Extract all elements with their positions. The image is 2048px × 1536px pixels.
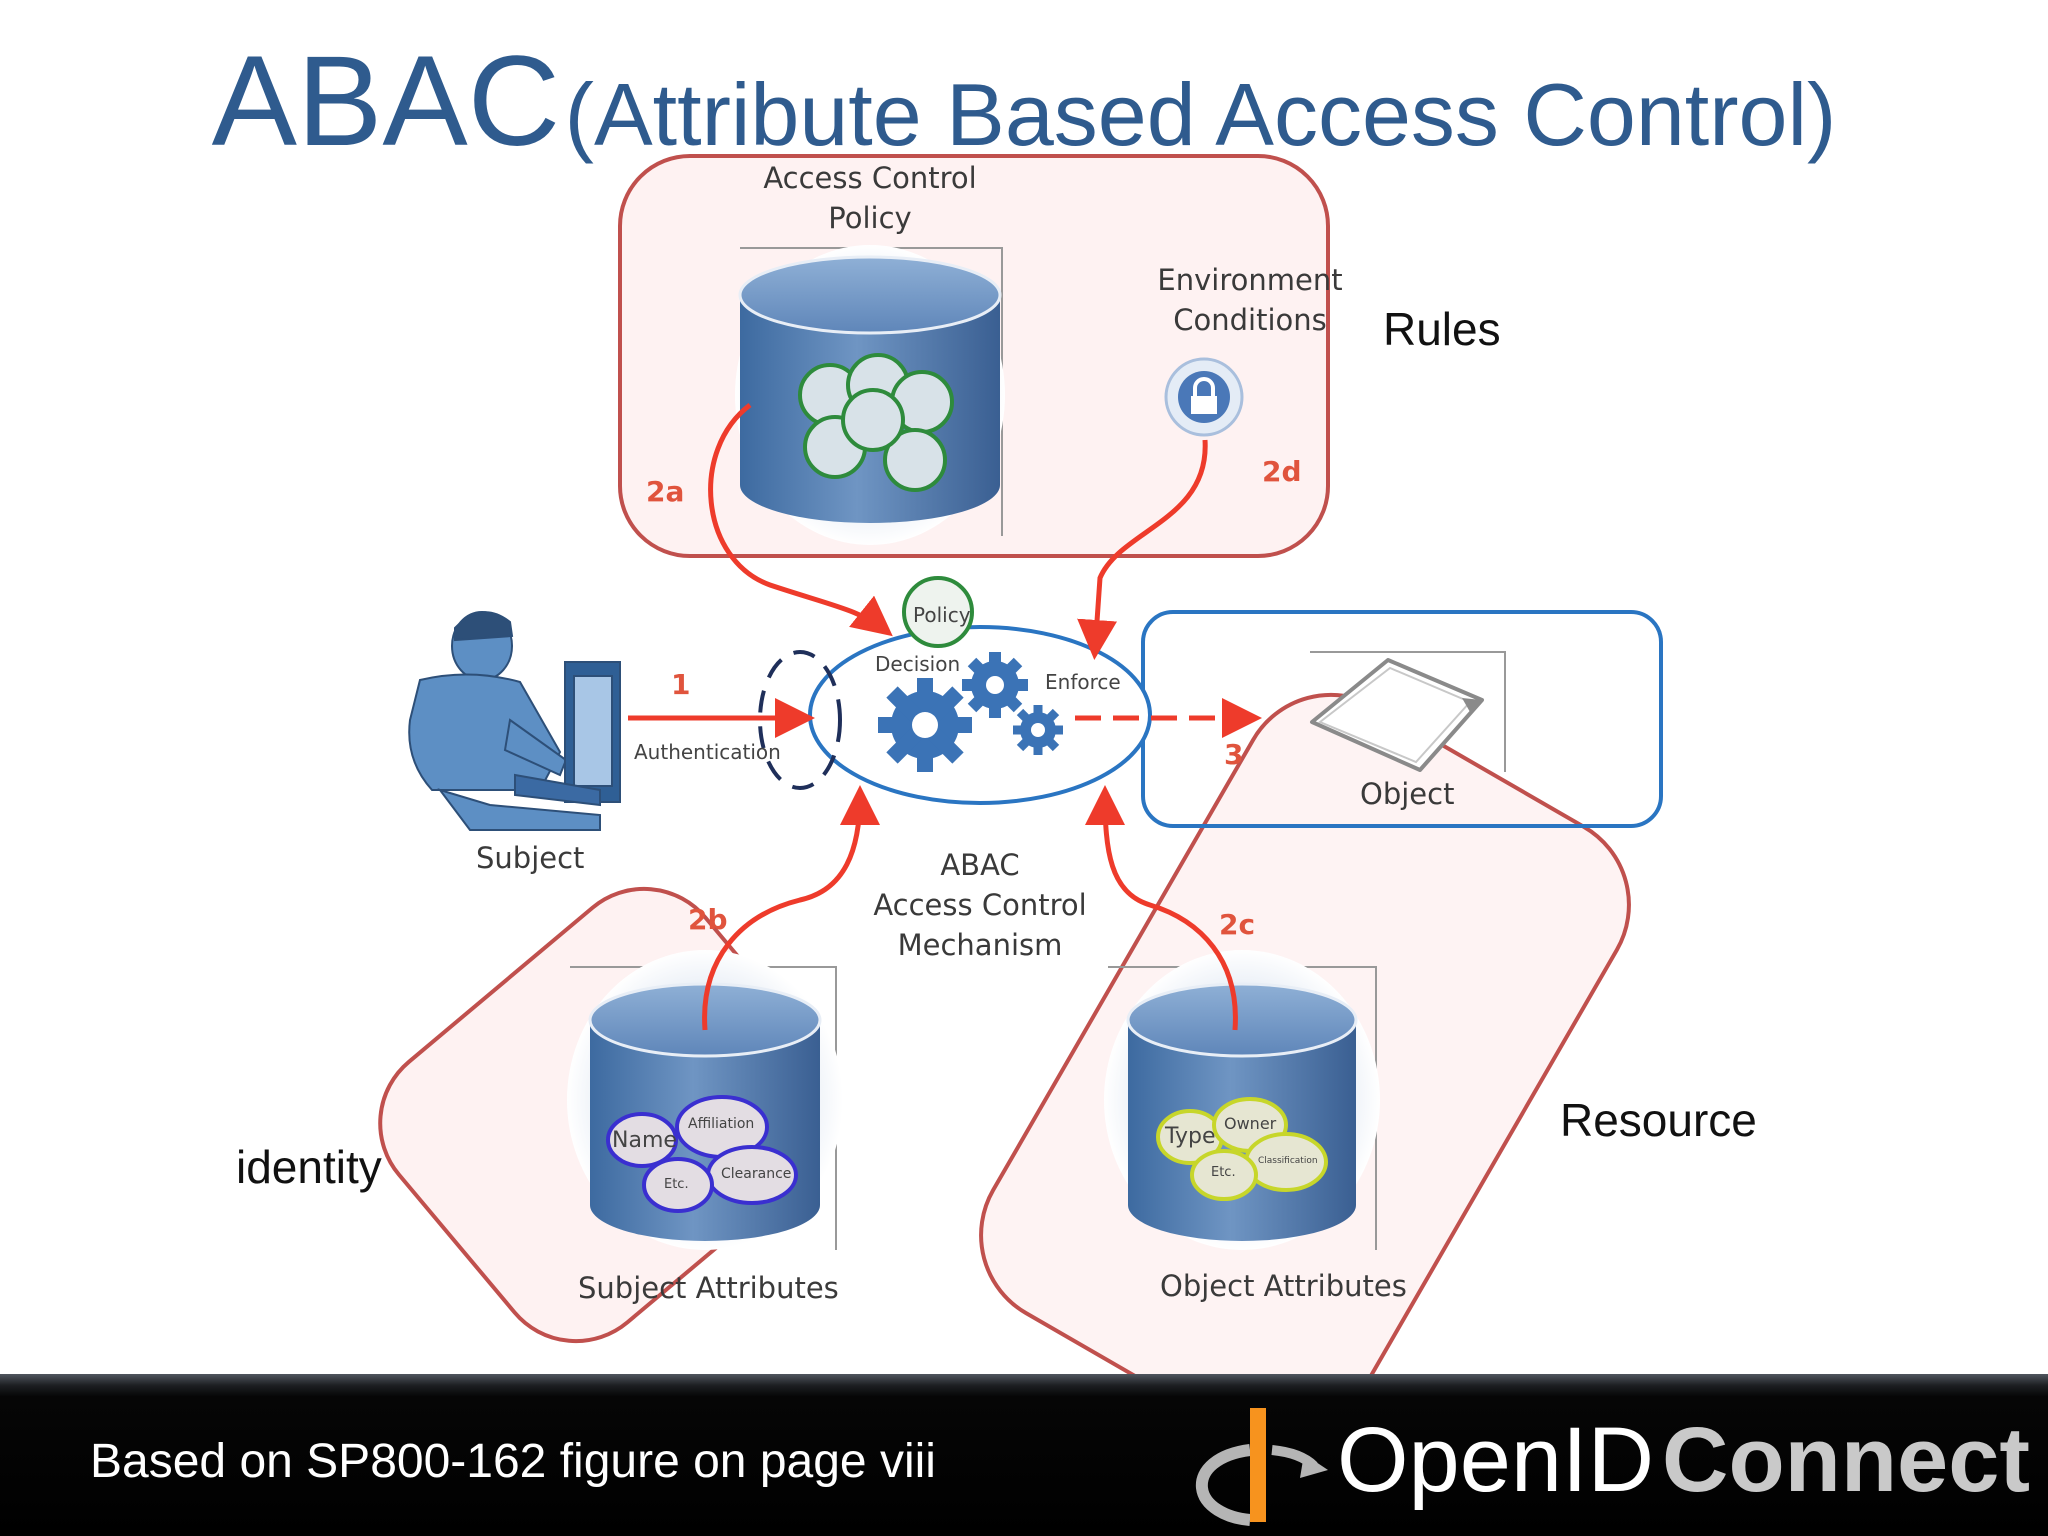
resource-annotation: Resource: [1560, 1094, 1757, 1146]
policy-label-line1: Access Control: [763, 161, 977, 195]
footer-source-text: Based on SP800-162 figure on page viii: [90, 1435, 936, 1488]
subject-bubble-affiliation: Affiliation: [688, 1116, 755, 1132]
arrow-2b: [702, 785, 880, 1031]
step-2d-label: 2d: [1262, 455, 1302, 488]
lock-icon: [1164, 357, 1244, 437]
flow-arrows: [628, 403, 1262, 1031]
arrow-2d: [1077, 439, 1208, 660]
authentication-ring: [758, 650, 842, 790]
object-bubble-type: Type: [1165, 1124, 1216, 1149]
step-3-label: 3: [1224, 738, 1244, 771]
gear-icon: [878, 652, 1063, 772]
arrow-2c: [1085, 785, 1238, 1031]
mechanism-label-line1: ABAC: [940, 848, 1020, 882]
abac-diagram: [378, 154, 1663, 1374]
policy-label: Access Control Policy: [730, 158, 1010, 238]
subject-person-icon: [408, 611, 621, 831]
mechanism-label-line2: Access Control: [873, 888, 1087, 922]
policy-badge-icon: [902, 576, 974, 648]
object-bubble-etc: Etc.: [1211, 1165, 1236, 1180]
object-attributes-database-icon: [1104, 950, 1380, 1250]
title-main: ABAC: [211, 30, 561, 173]
policy-database-icon: [735, 245, 1005, 545]
title-sub: (Attribute Based Access Control): [564, 65, 1837, 164]
arrow-2a: [708, 403, 893, 637]
step-1-label: 1: [671, 668, 691, 701]
logo-openid-text: OpenID: [1337, 1409, 1655, 1511]
openid-connect-logo: OpenID Connect: [1192, 1398, 2032, 1526]
object-bubble-classification: Classification: [1258, 1156, 1318, 1166]
object-attributes-label: Object Attributes: [1160, 1269, 1407, 1303]
subject-attributes-label: Subject Attributes: [578, 1271, 839, 1305]
environment-label-line1: Environment: [1157, 263, 1343, 297]
environment-label-line2: Conditions: [1173, 303, 1327, 337]
page-title: ABAC (Attribute Based Access Control): [0, 28, 2048, 175]
object-bubble-owner: Owner: [1224, 1114, 1277, 1133]
step-2a-label: 2a: [646, 475, 685, 508]
environment-label: Environment Conditions: [1150, 260, 1350, 340]
rules-annotation: Rules: [1383, 303, 1501, 355]
mechanism-label-line3: Mechanism: [897, 928, 1063, 962]
logo-connect-text: Connect: [1662, 1409, 2030, 1511]
openid-logo-icon: [1195, 1408, 1328, 1526]
object-label: Object: [1360, 777, 1455, 811]
mechanism-label: ABAC Access Control Mechanism: [860, 845, 1100, 965]
policy-badge-label: Policy: [913, 603, 971, 627]
step-2c-label: 2c: [1219, 908, 1256, 941]
subject-bubble-etc: Etc.: [664, 1177, 689, 1192]
footer-bar: Based on SP800-162 figure on page viii O…: [0, 1374, 2048, 1536]
step-2b-label: 2b: [688, 903, 728, 936]
policy-label-line2: Policy: [828, 201, 912, 235]
subject-attributes-database-icon: [567, 950, 843, 1250]
subject-label: Subject: [476, 841, 585, 875]
authentication-label: Authentication: [634, 740, 781, 764]
identity-annotation: identity: [236, 1141, 382, 1193]
enforce-label: Enforce: [1045, 670, 1121, 694]
decision-label: Decision: [875, 652, 961, 676]
object-document-icon: [1310, 651, 1506, 772]
subject-bubble-clearance: Clearance: [721, 1166, 792, 1182]
subject-bubble-name: Name: [612, 1128, 677, 1153]
mechanism-ellipse: [808, 625, 1152, 805]
